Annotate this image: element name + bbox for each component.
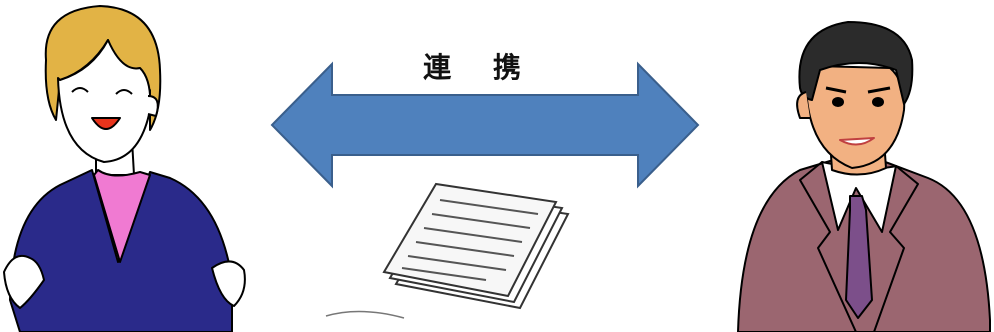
double-arrow-icon xyxy=(270,61,700,189)
document-stack-icon xyxy=(325,182,570,319)
smiling-woman-illustration xyxy=(3,5,246,332)
businessman-illustration xyxy=(737,21,991,332)
collaboration-label: 連 携 xyxy=(423,51,537,84)
